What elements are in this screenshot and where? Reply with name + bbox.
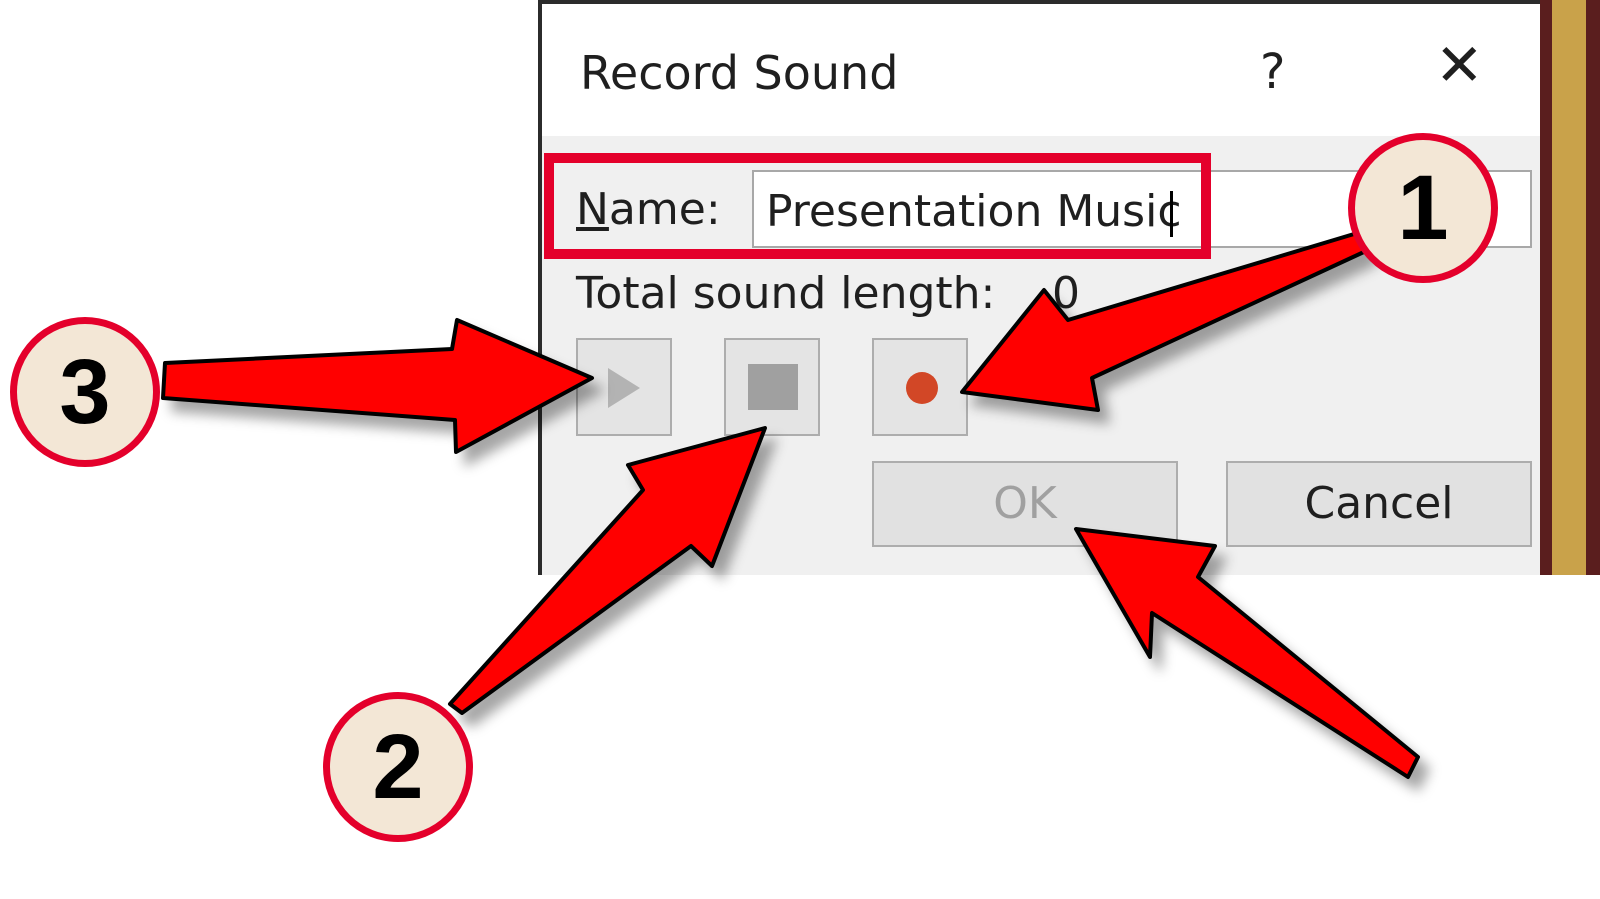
ok-button[interactable]: OK (872, 461, 1178, 547)
dialog-titlebar: Record Sound ? ✕ (542, 4, 1540, 136)
arrow-1 (960, 229, 1368, 412)
arrow-2 (448, 426, 767, 715)
play-icon (608, 368, 640, 408)
record-button[interactable] (872, 338, 968, 436)
callout-badge-1: 1 (1348, 133, 1498, 283)
stop-icon (748, 364, 798, 410)
name-highlight-box (544, 153, 1211, 259)
total-length-label: Total sound length: (576, 268, 996, 319)
help-button[interactable]: ? (1260, 44, 1286, 100)
record-icon (906, 372, 938, 404)
name-label-mnemonic: N (576, 184, 609, 235)
background-slide-strip (1540, 0, 1600, 575)
name-label-text: ame: (608, 184, 721, 235)
name-label: Name: (576, 184, 721, 235)
callout-badge-2: 2 (323, 692, 473, 842)
play-button[interactable] (576, 338, 672, 436)
name-input-value: Presentation Music (766, 186, 1182, 237)
cancel-button[interactable]: Cancel (1226, 461, 1532, 547)
arrow-3 (161, 318, 594, 454)
background-slide-band (1552, 0, 1586, 575)
stop-button[interactable] (724, 338, 820, 436)
dialog-title: Record Sound (580, 46, 899, 100)
text-caret (1169, 191, 1173, 237)
callout-badge-3: 3 (10, 317, 160, 467)
arrow-ok (1074, 527, 1420, 779)
close-icon[interactable]: ✕ (1435, 31, 1484, 99)
